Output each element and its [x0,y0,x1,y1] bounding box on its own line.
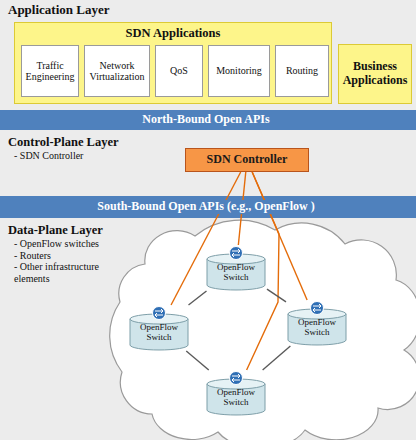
layer-region: Application LayerSDN ApplicationsTraffic… [0,0,416,108]
app-box: Network Virtualization [84,45,150,97]
node-label: Network Virtualization [88,60,146,83]
node-label: OpenFlow Switch [134,322,184,343]
layer-heading: Data-Plane Layer [8,223,114,237]
node-label: SDN Applications [19,26,327,40]
layer-region: Control-Plane Layer- SDN Controller SDN C… [0,132,416,194]
layer-region: Data-Plane Layer- OpenFlow switches- Rou… [0,220,416,440]
app-box: Traffic Engineering [21,45,79,97]
openflow-switch: OpenFlow Switch [286,300,348,346]
node-label: SDN Controller [207,153,288,167]
layer-item: - SDN Controller [8,150,188,162]
app-box: Monitoring [208,45,270,97]
switch-icon [153,307,166,320]
link-line [186,351,209,370]
node-label: Traffic Engineering [25,60,75,83]
layer-heading: Control-Plane Layer [8,135,188,149]
node-label: Business Applications [342,60,408,88]
app-box: QoS [155,45,203,97]
link-line [238,172,245,245]
link-line [247,172,279,370]
node-label: OpenFlow Switch [211,387,261,408]
openflow-switch: OpenFlow Switch [205,245,267,291]
node-label: OpenFlow Switch [211,262,261,283]
api-band: South-Bound Open APIs (e.g., OpenFlow ) [0,196,416,218]
api-band: North-Bound Open APIs [0,110,416,130]
switch-icon [230,247,243,260]
node-label: South-Bound Open APIs (e.g., OpenFlow ) [97,200,318,214]
switch-icon [311,302,324,315]
switch-icon [230,372,243,385]
business-box: Business Applications [338,44,412,104]
layer-item: - Routers [8,250,114,262]
openflow-switch: OpenFlow Switch [205,370,267,416]
app-box: Routing [275,45,329,97]
node-label: Monitoring [216,65,262,77]
link-line [189,291,207,305]
node-label: Routing [286,65,318,77]
layer-item: - Other infrastructure elements [8,261,114,284]
node-label: OpenFlow Switch [292,317,342,338]
node-label: North-Bound Open APIs [142,113,273,127]
app-group-box: SDN ApplicationsTraffic Engineering Netwo… [14,22,332,104]
controller-box: SDN Controller [185,148,309,172]
layer-item: - OpenFlow switches [8,238,114,250]
link-line [171,172,241,305]
link-line [263,346,291,370]
link-line [267,289,286,302]
openflow-switch: OpenFlow Switch [128,305,190,351]
link-line [252,172,307,300]
cloud-outline [110,220,416,440]
node-label: QoS [170,65,188,77]
layer-heading: Application Layer [8,3,408,18]
